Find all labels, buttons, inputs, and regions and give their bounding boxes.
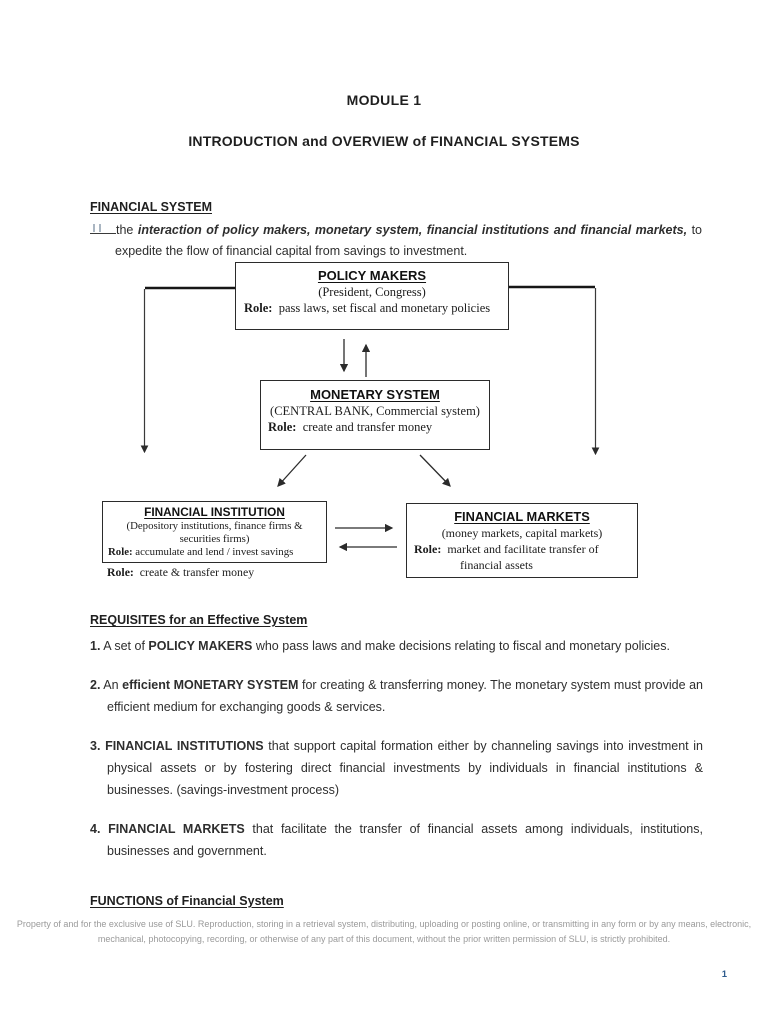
policy-makers-box: POLICY MAKERS (President, Congress) Role… bbox=[235, 262, 509, 330]
monetary-system-title: MONETARY SYSTEM bbox=[310, 387, 440, 402]
requisites-heading: REQUISITES for an Effective System bbox=[90, 613, 308, 627]
item-post: that facilitate the transfer of financia… bbox=[107, 822, 703, 858]
role-label: Role: bbox=[268, 420, 297, 434]
financial-markets-title: FINANCIAL MARKETS bbox=[454, 509, 590, 524]
list-item: 4. FINANCIAL MARKETS that facilitate the… bbox=[90, 818, 703, 862]
financial-institution-subtitle: (Depository institutions, finance firms … bbox=[126, 520, 303, 545]
item-bold: FINANCIAL MARKETS bbox=[108, 822, 245, 836]
note-text: create & transfer money bbox=[139, 565, 255, 579]
list-item: 1. A set of POLICY MAKERS who pass laws … bbox=[90, 635, 703, 657]
role-text: create and transfer money bbox=[302, 420, 433, 434]
definition-rest: to expedite the flow of financial capita… bbox=[115, 223, 702, 258]
financial-markets-role: Role: market and facilitate transfer of … bbox=[414, 541, 630, 573]
monetary-system-box: MONETARY SYSTEM (CENTRAL BANK, Commercia… bbox=[260, 380, 490, 450]
fill-in-blank bbox=[90, 222, 116, 234]
item-pre: A set of bbox=[103, 639, 149, 653]
financial-system-definition: the interaction of policy makers, moneta… bbox=[90, 220, 702, 262]
financial-institution-box: FINANCIAL INSTITUTION (Depository instit… bbox=[102, 501, 327, 563]
module-title: MODULE 1 bbox=[346, 92, 422, 108]
financial-system-heading: FINANCIAL SYSTEM bbox=[90, 200, 212, 214]
item-post: that support capital formation either by… bbox=[107, 739, 703, 797]
arrow-monetary-to-institution bbox=[277, 454, 307, 487]
item-number: 1. bbox=[90, 639, 101, 653]
role-label: Role: bbox=[107, 565, 134, 579]
policy-makers-subtitle: (President, Congress) bbox=[318, 285, 426, 299]
definition-emphasis: interaction of policy makers, monetary s… bbox=[137, 223, 688, 237]
item-number: 4. bbox=[90, 822, 101, 836]
role-label: Role: bbox=[108, 546, 133, 558]
role-label: Role: bbox=[244, 301, 273, 315]
list-item: 3. FINANCIAL INSTITUTIONS that support c… bbox=[90, 735, 703, 801]
financial-institution-title: FINANCIAL INSTITUTION bbox=[144, 505, 285, 519]
monetary-system-role: Role: create and transfer money bbox=[268, 419, 482, 435]
item-bold: FINANCIAL INSTITUTIONS bbox=[105, 739, 264, 753]
page-number: 1 bbox=[721, 969, 727, 980]
module-subtitle: INTRODUCTION and OVERVIEW of FINANCIAL S… bbox=[188, 133, 580, 149]
institution-note: Role: create & transfer money bbox=[107, 565, 254, 580]
item-number: 3. bbox=[90, 739, 101, 753]
definition-lead: the bbox=[116, 223, 138, 237]
item-post: who pass laws and make decisions relatin… bbox=[252, 639, 670, 653]
financial-system-section: FINANCIAL SYSTEM the interaction of poli… bbox=[90, 200, 702, 262]
arrow-monetary-to-markets bbox=[419, 454, 451, 487]
list-item: 2. An efficient MONETARY SYSTEM for crea… bbox=[90, 674, 703, 718]
role-text: accumulate and lend / invest savings bbox=[135, 546, 294, 558]
item-bold: efficient MONETARY SYSTEM bbox=[122, 678, 299, 692]
financial-institution-role: Role: accumulate and lend / invest savin… bbox=[108, 546, 321, 559]
requisites-section: REQUISITES for an Effective System 1. A … bbox=[90, 613, 703, 879]
requisites-list: 1. A set of POLICY MAKERS who pass laws … bbox=[90, 635, 703, 862]
role-text: market and facilitate transfer of financ… bbox=[447, 542, 599, 572]
financial-markets-subtitle: (money markets, capital markets) bbox=[441, 526, 603, 540]
item-post: for creating & transferring money. The m… bbox=[107, 678, 703, 714]
monetary-system-subtitle: (CENTRAL BANK, Commercial system) bbox=[270, 404, 480, 418]
financial-markets-box: FINANCIAL MARKETS (money markets, capita… bbox=[406, 503, 638, 578]
functions-heading: FUNCTIONS of Financial System bbox=[90, 894, 284, 908]
item-number: 2. bbox=[90, 678, 101, 692]
policy-makers-role: Role: pass laws, set fiscal and monetary… bbox=[244, 300, 500, 316]
role-text: pass laws, set fiscal and monetary polic… bbox=[278, 301, 491, 315]
role-label: Role: bbox=[414, 542, 442, 556]
copyright-footer: Property of and for the exclusive use of… bbox=[16, 919, 752, 944]
item-pre: An bbox=[103, 678, 123, 692]
policy-makers-title: POLICY MAKERS bbox=[317, 268, 427, 283]
item-bold: POLICY MAKERS bbox=[148, 639, 253, 653]
